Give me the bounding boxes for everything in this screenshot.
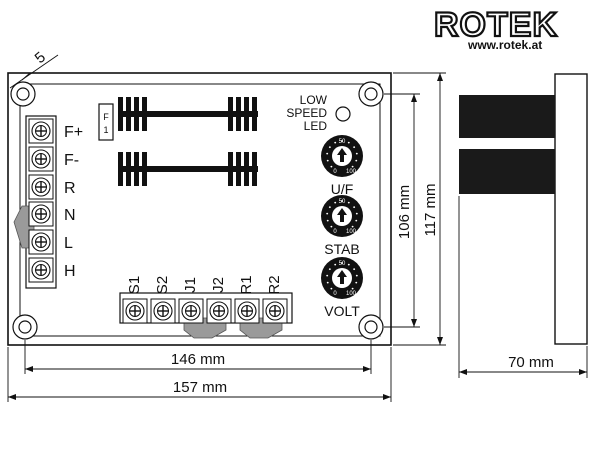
board-outline bbox=[7, 72, 392, 346]
terminal-screw-fplus bbox=[28, 118, 54, 144]
terminal-label-bottom: S1 bbox=[126, 276, 143, 294]
terminal-label-bottom: R1 bbox=[238, 275, 255, 294]
corner-offset-label: 5 bbox=[32, 49, 49, 67]
dimension-70: 70 mm bbox=[458, 196, 588, 378]
arrow-up-icon bbox=[337, 148, 347, 162]
terminal-label-left: N bbox=[64, 207, 76, 224]
heatsink bbox=[118, 97, 258, 131]
corner-offset-dimension: 5 bbox=[9, 49, 59, 89]
terminal-screw-s2 bbox=[150, 298, 176, 324]
low-speed-led: LOW SPEED LED bbox=[286, 93, 351, 133]
terminal-screw-n bbox=[28, 201, 54, 227]
arrow-up-icon bbox=[337, 270, 347, 284]
terminal-screw-s1 bbox=[122, 298, 148, 324]
mounting-hole-top-left bbox=[10, 81, 36, 107]
terminal-screw-r1 bbox=[234, 298, 260, 324]
terminal-label-left: H bbox=[64, 263, 76, 280]
terminal-label-bottom: R2 bbox=[266, 275, 283, 294]
terminal-screw-j1 bbox=[178, 298, 204, 324]
dimension-70-label: 70 mm bbox=[508, 354, 554, 371]
dimension-106: 106 mm bbox=[384, 93, 420, 328]
terminal-screw-fminus bbox=[28, 146, 54, 172]
terminal-label-left: F- bbox=[64, 152, 79, 169]
terminal-screw-r bbox=[28, 174, 54, 200]
terminal-screw-j2 bbox=[206, 298, 232, 324]
terminal-screw-h bbox=[28, 257, 54, 283]
knob-scale-right: 100 bbox=[346, 291, 357, 297]
led-label-speed: SPEED bbox=[286, 106, 327, 120]
terminal-label-left: L bbox=[64, 235, 73, 252]
knob-scale-left: 0 bbox=[333, 229, 337, 235]
website-url: www.rotek.at bbox=[467, 38, 542, 52]
terminal-screw-r2 bbox=[262, 298, 288, 324]
knob-scale-left: 0 bbox=[333, 169, 337, 175]
terminal-label-bottom: S2 bbox=[154, 276, 171, 294]
knob-label: STAB bbox=[324, 241, 360, 257]
bottom-terminal-block: S1 S2 J1 J2 R1 R2 bbox=[119, 275, 293, 339]
mounting-hole-bottom-right bbox=[358, 314, 384, 340]
knob-scale-left: 0 bbox=[333, 291, 337, 297]
side-view-heatsink-upper bbox=[459, 95, 555, 138]
knob-scale-top: 50 bbox=[339, 199, 346, 205]
heatsinks bbox=[118, 97, 258, 186]
logo-text: ROTEK bbox=[434, 6, 558, 44]
side-view-heatsink-lower bbox=[459, 149, 555, 194]
terminal-label-bottom: J2 bbox=[210, 277, 227, 293]
knob-label: U/F bbox=[331, 181, 354, 197]
knob-label: VOLT bbox=[324, 303, 360, 319]
side-view-plate bbox=[554, 73, 588, 345]
terminal-label-bottom: J1 bbox=[182, 277, 199, 293]
dimension-117-label: 117 mm bbox=[422, 183, 439, 236]
fuse-label-top: F bbox=[103, 112, 109, 122]
mounting-hole-bottom-left bbox=[12, 314, 38, 340]
fuse-label-bottom: 1 bbox=[103, 125, 108, 135]
terminal-label-left: R bbox=[64, 180, 76, 197]
knob-scale-right: 100 bbox=[346, 169, 357, 175]
led-indicator bbox=[335, 106, 351, 122]
knob-scale-right: 100 bbox=[346, 229, 357, 235]
led-label-low: LOW bbox=[300, 93, 328, 107]
arrow-up-icon bbox=[337, 208, 347, 222]
heatsink bbox=[118, 152, 258, 186]
terminal-label-left: F+ bbox=[64, 124, 83, 141]
dimension-157: 157 mm bbox=[7, 347, 392, 402]
knob-scale-top: 50 bbox=[339, 139, 346, 145]
side-view bbox=[459, 73, 588, 345]
dimension-157-label: 157 mm bbox=[173, 379, 227, 396]
dimension-146: 146 mm bbox=[24, 340, 372, 374]
led-label-led: LED bbox=[304, 119, 328, 133]
dimension-146-label: 146 mm bbox=[171, 351, 225, 368]
knob-scale-top: 50 bbox=[339, 261, 346, 267]
dimension-117: 117 mm bbox=[393, 72, 446, 346]
fuse-f1: F 1 bbox=[98, 103, 114, 141]
rotek-logo: ROTEK www.rotek.at bbox=[433, 5, 558, 52]
mounting-hole-top-right bbox=[358, 81, 384, 107]
terminal-screw-l bbox=[28, 229, 54, 255]
dimension-106-label: 106 mm bbox=[396, 185, 413, 239]
